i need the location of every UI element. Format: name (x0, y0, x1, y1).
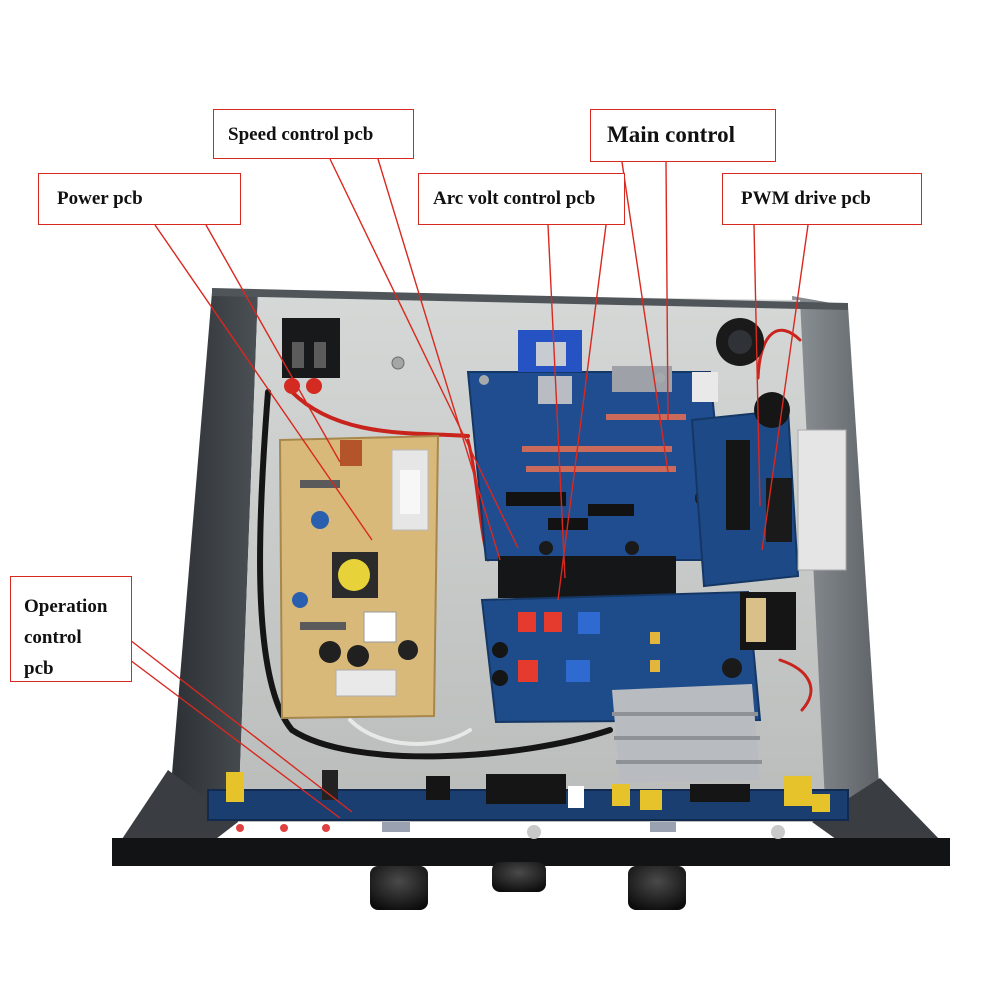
leader-op-2 (129, 659, 341, 819)
operation-control-pcb-board (207, 770, 849, 839)
leader-power-1 (154, 224, 373, 541)
leader-speed-1 (329, 158, 519, 549)
front-knobs (370, 862, 686, 910)
leader-op-1 (129, 639, 353, 813)
white-wire (348, 718, 472, 746)
callout-operation-line-1: Operation (24, 596, 108, 617)
leader-main-2 (665, 161, 669, 421)
callout-arc-label: Arc volt control pcb (433, 188, 596, 209)
callout-operation-control-pcb: Operation control pcb (10, 576, 132, 682)
leader-pwm-1 (753, 224, 761, 507)
red-wire-d (778, 658, 813, 712)
callout-pwm-drive-pcb: PWM drive pcb (722, 173, 922, 225)
back-top-edge (212, 288, 848, 310)
callout-speed-control-pcb: Speed control pcb (213, 109, 414, 159)
ribbon-cable (612, 684, 762, 782)
front-right-flange (812, 778, 942, 842)
callout-main-control: Main control (590, 109, 776, 162)
front-left-flange (120, 770, 238, 842)
leader-pwm-2 (761, 224, 809, 551)
left-side-wall (168, 292, 258, 822)
callout-power-label: Power pcb (57, 188, 143, 209)
black-mains-cable (257, 389, 613, 760)
leader-arc-1 (547, 224, 566, 579)
red-wire-a (290, 390, 470, 438)
callout-power-pcb: Power pcb (38, 173, 241, 225)
callout-pwm-label: PWM drive pcb (741, 188, 871, 209)
knob-center (492, 862, 546, 892)
power-switch (282, 318, 340, 394)
leader-power-2 (205, 224, 341, 463)
front-panel (112, 838, 950, 866)
callout-operation-line-2: control (24, 627, 82, 648)
leader-lines (129, 158, 809, 819)
mounting-screw (391, 356, 405, 370)
callout-main-label: Main control (607, 122, 735, 147)
pwm-drive-pcb-board (690, 318, 847, 650)
knob-left (370, 866, 428, 910)
red-wire-c (756, 328, 802, 380)
callout-speed-label: Speed control pcb (228, 124, 374, 145)
leader-main-1 (621, 161, 669, 473)
leader-arc-2 (557, 224, 607, 601)
black-heatsink (498, 556, 676, 598)
callout-arc-volt-control-pcb: Arc volt control pcb (418, 173, 625, 225)
knob-right (628, 866, 686, 910)
leader-speed-2 (377, 158, 501, 561)
callout-operation-line-3: pcb (24, 658, 54, 679)
power-pcb-board (278, 434, 440, 720)
